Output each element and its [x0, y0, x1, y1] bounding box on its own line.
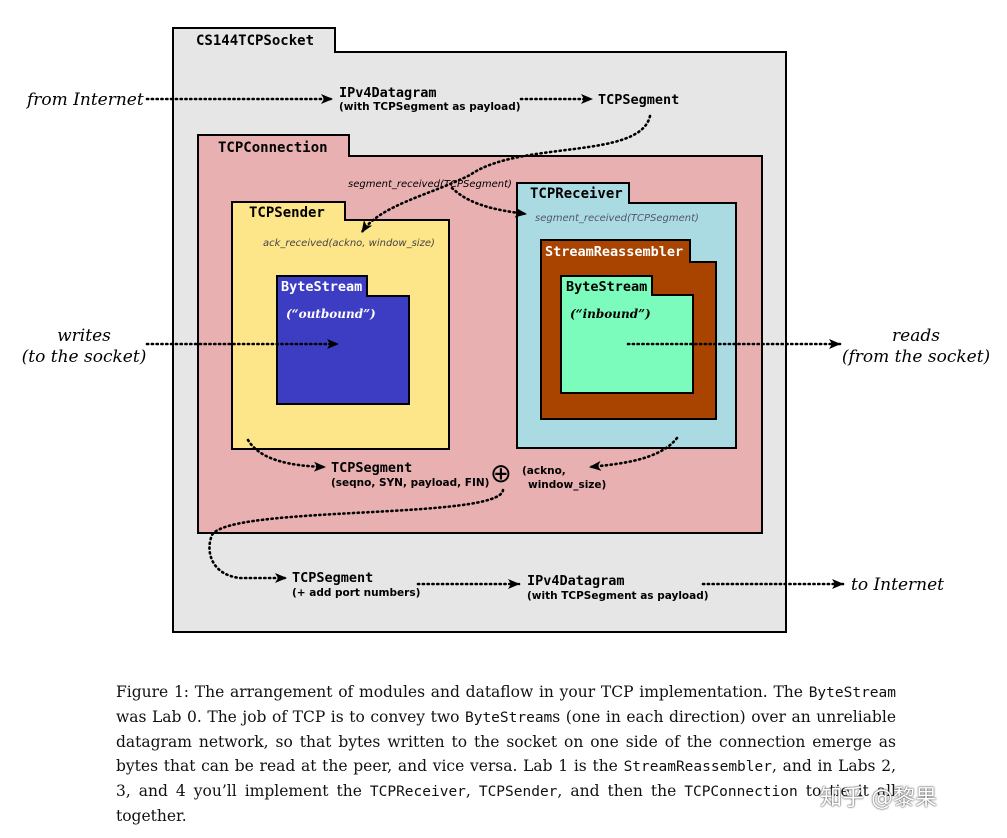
window-label: window_size) [528, 479, 606, 491]
caption-text: s (one in each direction) over an unreli… [116, 708, 896, 775]
tcpsegment-mid-sub: (seqno, SYN, payload, FIN) [331, 477, 489, 489]
ack-received-label: ack_received(ackno, window_size) [263, 238, 435, 249]
arrow-plus-to-out [208, 488, 505, 583]
figure-caption: Figure 1: The arrangement of modules and… [116, 680, 896, 828]
caption-code: TCPConnection [684, 784, 798, 800]
caption-code: StreamReassembler [623, 759, 772, 775]
socket-title: CS144TCPSocket [196, 33, 314, 49]
arrow-receiver-to-ackno [588, 436, 679, 471]
arrow-segment-received-curve [360, 114, 652, 234]
tcpsegment-out-sub: (+ add port numbers) [292, 587, 420, 599]
segment-received-conn-label: segment_received(TCPSegment) [348, 179, 512, 190]
tcpsegment-mid-label: TCPSegment [331, 460, 412, 476]
to-internet-label: to Internet [851, 575, 944, 595]
sender-title: TCPSender [249, 205, 325, 221]
caption-text: was Lab 0. The job of TCP is to convey t… [116, 708, 465, 726]
caption-code: TCPReceiver [369, 784, 466, 800]
bytestream-inbound-title: ByteStream [566, 279, 647, 295]
reads-label: reads [892, 326, 940, 346]
tcp-architecture-diagram: CS144TCPSocket TCPConnection TCPSender B… [22, 27, 990, 633]
writes-label: writes [57, 326, 111, 346]
tcpsegment-in-label: TCPSegment [598, 92, 679, 108]
bytestream-inbound-sub: (“inbound”) [570, 307, 651, 321]
caption-text: , and in Labs 2, 3, and 4 you’ll impleme… [116, 757, 896, 800]
caption-code: ByteStream [808, 685, 896, 701]
plus-symbol: ⊕ [490, 459, 512, 489]
caption-text: Figure 1: The arrangement of modules and… [116, 683, 809, 701]
receiver-title: TCPReceiver [530, 186, 623, 202]
reads-sub: (from the socket) [842, 347, 990, 367]
arrow-to-receiver [450, 186, 528, 218]
caption-code: ByteStream [464, 710, 553, 726]
segment-received-recv-label: segment_received(TCPSegment) [535, 213, 699, 224]
tcpsegment-out-label: TCPSegment [292, 570, 373, 586]
arrow-sender-to-segment [246, 438, 327, 472]
ipv4-out-sub: (with TCPSegment as payload) [527, 590, 709, 602]
ackno-label: (ackno, [522, 465, 566, 477]
ipv4-in-sub: (with TCPSegment as payload) [339, 101, 521, 113]
ipv4-in-label: IPv4Datagram [339, 85, 437, 101]
reassembler-title: StreamReassembler [545, 244, 683, 260]
caption-code: TCPSender [478, 784, 558, 800]
bytestream-outbound-box [276, 275, 410, 405]
caption-text: to tie it all together. [116, 782, 896, 825]
bytestream-outbound-title: ByteStream [281, 279, 362, 295]
watermark: 知乎 @黎果 [820, 786, 937, 811]
bytestream-inbound-box [560, 275, 694, 394]
connection-title: TCPConnection [218, 140, 328, 156]
bytestream-outbound-sub: (“outbound”) [286, 307, 376, 321]
from-internet-label: from Internet [25, 90, 144, 110]
caption-text: , [465, 782, 479, 800]
caption-text: , and then the [557, 782, 685, 800]
writes-sub: (to the socket) [22, 347, 147, 367]
ipv4-out-label: IPv4Datagram [527, 573, 625, 589]
